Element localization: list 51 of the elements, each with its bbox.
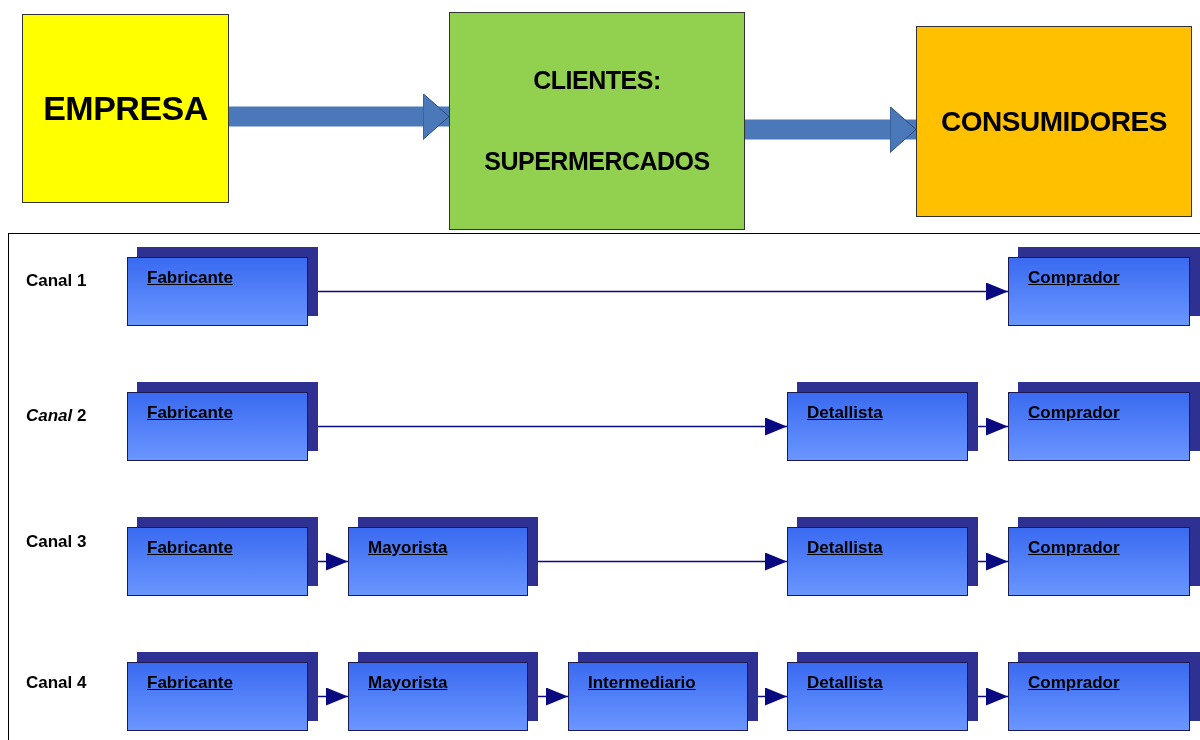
- channel-label: Canal 4: [26, 673, 87, 693]
- process-box: [449, 12, 745, 230]
- box-label: Detallista: [807, 673, 883, 693]
- channel-box: [1008, 517, 1200, 596]
- channel-label: Canal 1: [26, 271, 87, 291]
- box-label: Fabricante: [147, 538, 233, 558]
- box-label: EMPRESA: [43, 89, 208, 128]
- box-label: Mayorista: [368, 538, 448, 558]
- process-box: [22, 14, 229, 203]
- arrow: [757, 687, 788, 706]
- channel-box: [127, 382, 318, 461]
- block-arrow: [745, 106, 917, 153]
- box-label: Comprador: [1028, 268, 1120, 288]
- box-label: SUPERMERCADOS: [484, 147, 710, 177]
- arrow: [977, 417, 1009, 436]
- arrow: [977, 687, 1009, 706]
- channel-label: Canal 3: [26, 532, 87, 552]
- channel-box: [1008, 247, 1200, 326]
- channel-box: [127, 517, 318, 596]
- box-label: Fabricante: [147, 673, 233, 693]
- box-label: Comprador: [1028, 403, 1120, 423]
- arrow: [537, 552, 788, 571]
- channel-box: [348, 652, 538, 731]
- arrow: [317, 552, 349, 571]
- box-label: Fabricante: [147, 268, 233, 288]
- arrow: [317, 687, 349, 706]
- channel-box: [1008, 652, 1200, 731]
- arrow: [537, 687, 569, 706]
- channel-box: [787, 652, 978, 731]
- box-label: Fabricante: [147, 403, 233, 423]
- channel-box: [787, 382, 978, 461]
- box-label: Mayorista: [368, 673, 448, 693]
- process-box: [916, 26, 1192, 217]
- arrow: [317, 282, 1009, 301]
- channel-label: Canal 2: [26, 406, 87, 426]
- box-label: CLIENTES:: [533, 65, 661, 95]
- block-arrow: [229, 93, 450, 140]
- box-label: Detallista: [807, 403, 883, 423]
- box-label: Comprador: [1028, 673, 1120, 693]
- arrow: [977, 552, 1009, 571]
- channel-box: [127, 247, 318, 326]
- box-label: Detallista: [807, 538, 883, 558]
- box-label: Intermediario: [588, 673, 696, 693]
- channel-box: [787, 517, 978, 596]
- box-label: Comprador: [1028, 538, 1120, 558]
- channel-box: [348, 517, 538, 596]
- channel-box: [127, 652, 318, 731]
- box-label: CONSUMIDORES: [941, 105, 1167, 138]
- arrow: [317, 417, 788, 436]
- channel-box: [568, 652, 758, 731]
- channel-box: [1008, 382, 1200, 461]
